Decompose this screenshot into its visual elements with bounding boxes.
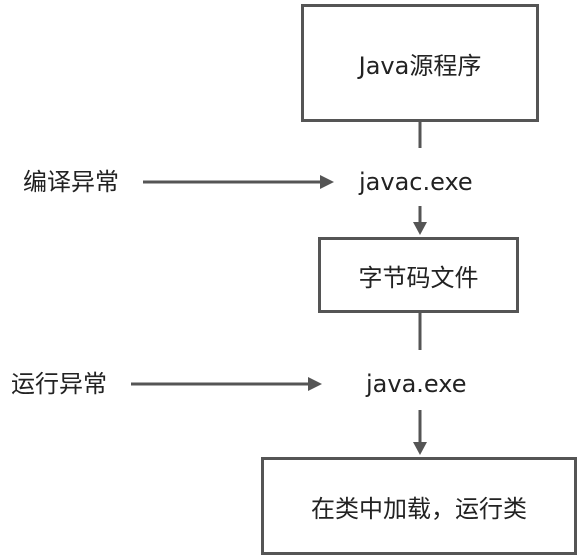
arrowhead-into-load (413, 442, 427, 455)
java-exe-label: java.exe (366, 369, 467, 399)
runtime-exception-label: 运行异常 (11, 369, 107, 399)
javac-exe-label: javac.exe (359, 167, 473, 197)
arrowhead-compile-exception (320, 175, 334, 189)
class-loading-box: 在类中加载，运行类 (261, 457, 577, 555)
source-program-box: Java源程序 (301, 4, 539, 122)
arrowhead-into-bytecode (413, 222, 427, 235)
compile-exception-label: 编译异常 (23, 167, 119, 197)
source-program-label: Java源程序 (358, 51, 482, 80)
bytecode-file-label: 字节码文件 (358, 263, 479, 292)
class-loading-label: 在类中加载，运行类 (311, 494, 527, 523)
arrowhead-runtime-exception (308, 377, 322, 391)
bytecode-file-box: 字节码文件 (318, 237, 519, 313)
